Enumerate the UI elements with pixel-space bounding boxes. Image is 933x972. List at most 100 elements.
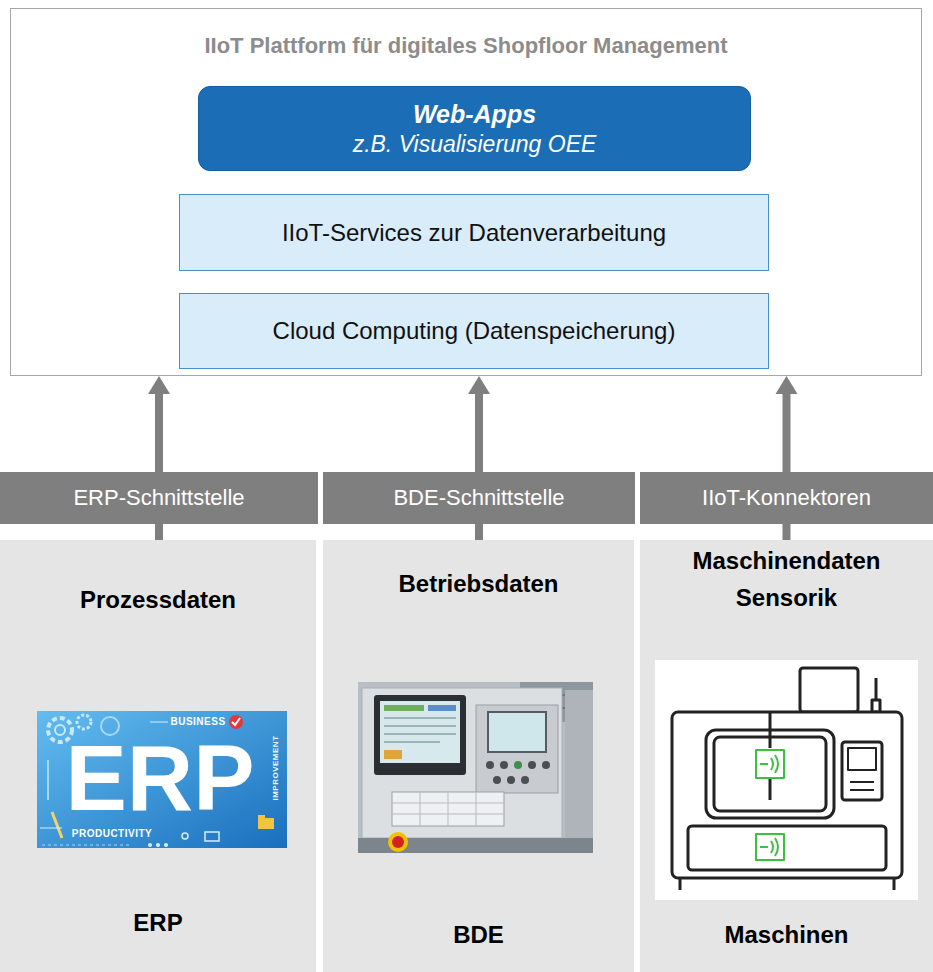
machine-drawing-part	[672, 712, 902, 878]
interface-band: ERP-Schnittstelle	[0, 472, 318, 524]
machine-drawing-part	[655, 660, 918, 900]
storage-layer-box: Cloud Computing (Datenspeicherung)	[179, 293, 769, 369]
data-kind-label: Prozessdaten	[80, 584, 236, 615]
bde-terminal-photo-part	[388, 832, 408, 852]
bde-terminal-photo-part	[448, 792, 449, 826]
machine-drawing-part	[842, 742, 882, 800]
erp-picture-part	[52, 812, 62, 838]
bde-terminal-photo-part	[374, 695, 466, 775]
erp-picture-part	[40, 828, 62, 829]
bde-terminal-photo-part	[420, 792, 421, 826]
bde-terminal-photo-part	[520, 694, 593, 696]
connector-arrow	[155, 524, 163, 540]
bde-terminal-photo-part	[507, 776, 515, 784]
picture-word: IMPROVEMENT	[272, 735, 280, 800]
machine-drawing-part-part	[771, 841, 773, 853]
platform-frame: IIoT Plattform für digitales Shopfloor M…	[10, 8, 922, 376]
erp-picture-part	[77, 715, 91, 729]
connector-arrow	[783, 392, 791, 472]
erp-picture-part	[55, 725, 65, 735]
bde-terminal-photo-part	[488, 712, 546, 752]
connector-arrow	[783, 524, 791, 540]
machine-drawing-part	[850, 781, 874, 783]
interface-band: IIoT-Konnektoren	[640, 472, 933, 524]
machine-drawing-part-part	[775, 838, 778, 856]
erp-picture-part	[148, 843, 152, 847]
bde-terminal-photo-part	[384, 733, 456, 735]
interface-label: BDE-Schnittstelle	[393, 484, 564, 513]
picture-word: PRODUCTIVITY	[72, 829, 152, 839]
source-label: BDE	[453, 919, 504, 950]
erp-picture-part	[37, 711, 287, 848]
app-title: Web-Apps	[413, 99, 536, 130]
erp-picture-part	[229, 715, 243, 729]
source-panel: Maschinendaten SensorikMaschinen	[640, 540, 933, 972]
machine-drawing-part	[850, 789, 874, 791]
erp-picture	[37, 711, 287, 848]
source-panel: BetriebsdatenBDE	[323, 540, 634, 972]
bde-terminal-photo-part	[384, 750, 402, 759]
machine-drawing-part	[872, 700, 880, 712]
bde-terminal-photo-part	[358, 682, 593, 853]
bde-terminal-photo-part	[520, 707, 593, 709]
machine-drawing-part-part	[756, 750, 784, 778]
machine-drawing-part	[893, 878, 896, 890]
web-app-box: Web-Appsz.B. Visualisierung OEE	[198, 86, 751, 171]
app-example: z.B. Visualisierung OEE	[353, 130, 597, 159]
picture-logo-text: ERP	[65, 732, 254, 824]
machine-drawing-part	[875, 678, 878, 708]
bde-terminal-photo-part	[384, 725, 456, 727]
erp-picture-part	[47, 760, 49, 800]
picture-word: BUSINESS	[170, 717, 225, 727]
bde-terminal-photo-part	[392, 836, 404, 848]
machine-drawing-part	[706, 730, 834, 818]
machine-drawing-part	[679, 878, 682, 890]
erp-picture-part	[42, 845, 130, 846]
bde-terminal-photo-part	[476, 705, 558, 793]
bde-terminal-photo-part	[520, 682, 593, 722]
interface-band: BDE-Schnittstelle	[323, 472, 635, 524]
platform-title: IIoT Plattform für digitales Shopfloor M…	[204, 32, 727, 61]
connector-arrow	[475, 392, 483, 472]
bde-terminal-photo-part	[486, 761, 494, 769]
source-label: Maschinen	[724, 919, 848, 950]
machine-drawing-part	[714, 737, 826, 811]
machine-drawing-part	[756, 750, 784, 860]
bde-terminal-photo-part	[384, 741, 440, 743]
bde-terminal-photo-part	[493, 776, 501, 784]
bde-terminal-photo-part	[500, 761, 508, 769]
machine-drawing-part-part	[775, 755, 778, 773]
machine-drawing-part	[848, 748, 876, 770]
erp-picture-part	[164, 843, 168, 847]
bde-terminal-photo-part	[428, 705, 456, 711]
interface-label: IIoT-Konnektoren	[702, 484, 871, 513]
bde-terminal-photo-part	[384, 705, 424, 711]
bde-terminal-photo-part	[392, 803, 504, 804]
machine-drawing-part	[769, 712, 772, 748]
service-layer-box: IIoT-Services zur Datenverarbeitung	[179, 194, 769, 271]
erp-picture-part	[258, 818, 274, 829]
picture-word-holder: PRODUCTIVITY	[72, 829, 152, 839]
erp-picture-part	[258, 815, 265, 819]
erp-picture-part	[232, 718, 240, 725]
source-label: ERP	[133, 907, 182, 938]
bde-terminal-photo	[358, 682, 593, 853]
interface-label: ERP-Schnittstelle	[73, 484, 244, 513]
bde-terminal-photo-part	[514, 761, 522, 769]
picture-word-holder: BUSINESS	[170, 717, 225, 727]
bde-terminal-photo-part	[521, 776, 529, 784]
bde-terminal-photo-part	[384, 717, 456, 719]
machine-drawing-part	[800, 668, 858, 712]
bde-terminal-photo-part	[528, 761, 536, 769]
erp-picture-part	[150, 722, 168, 723]
bde-terminal-photo-part	[392, 792, 504, 826]
erp-picture-part	[156, 843, 160, 847]
bde-terminal-photo-part	[358, 838, 593, 853]
erp-picture-part	[205, 832, 219, 841]
bde-terminal-photo-part	[542, 761, 550, 769]
machine-drawing	[655, 660, 918, 900]
bde-terminal-photo-part	[476, 792, 477, 826]
machine-drawing-part-part	[756, 834, 784, 860]
